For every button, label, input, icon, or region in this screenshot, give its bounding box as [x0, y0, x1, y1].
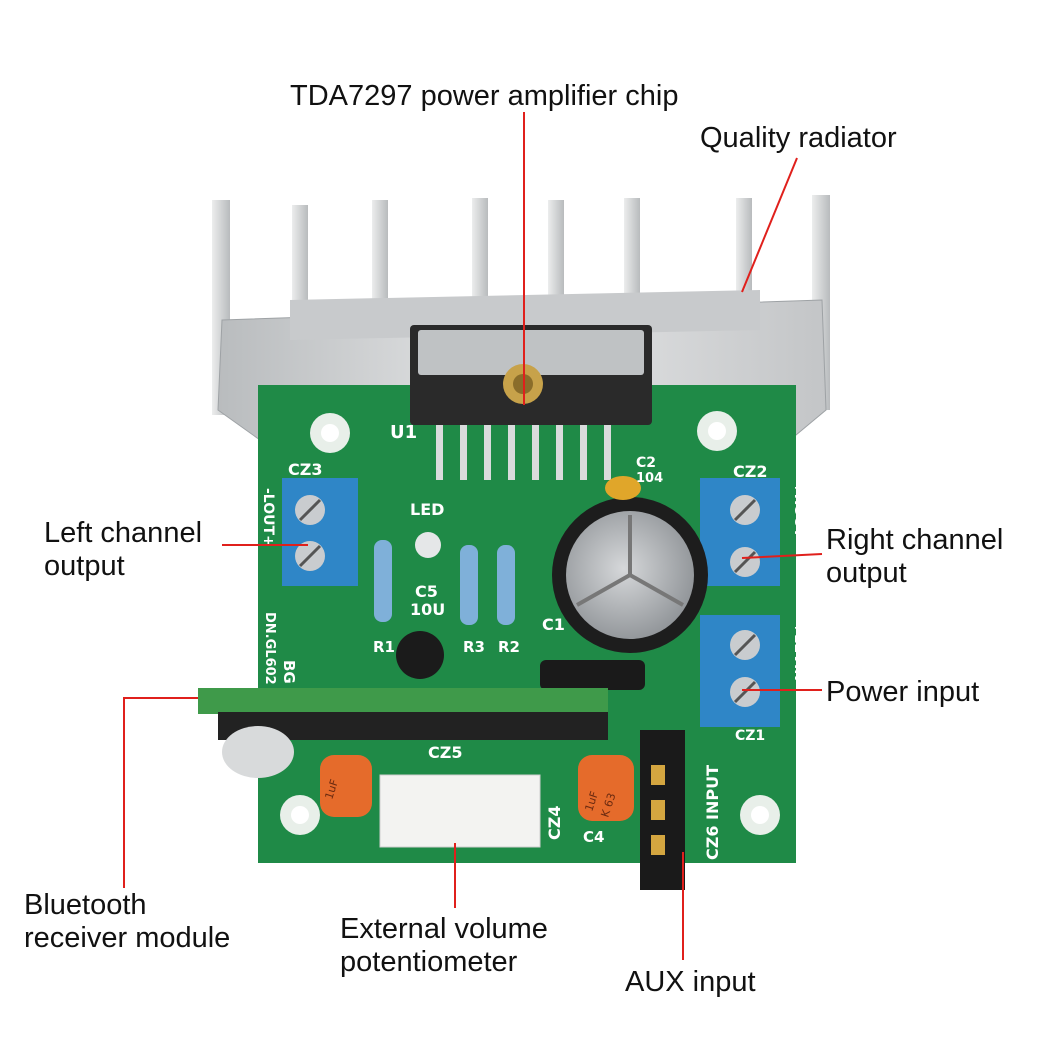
label-bg: BG [280, 660, 298, 684]
label-lout: -LOUT+ [260, 488, 276, 547]
callout-volume-line1: External volume [340, 913, 548, 945]
label-rout: +ROUT- [791, 482, 807, 541]
leader-bluetooth [123, 697, 198, 888]
amplifier-chip [410, 325, 652, 480]
callout-volume: External volume potentiometer [340, 913, 548, 979]
small-components [320, 476, 685, 890]
terminal-block-left [282, 478, 358, 586]
callout-aux: AUX input [625, 966, 756, 999]
callout-left-output: Left channel output [44, 517, 202, 583]
label-cap-mark-left: 1uF [322, 778, 341, 801]
callout-bluetooth-line2: receiver module [24, 922, 231, 954]
callout-radiator-line: Quality radiator [700, 122, 897, 154]
label-cz6-input: CZ6 INPUT [703, 765, 722, 860]
callout-power-input-line: Power input [826, 676, 980, 708]
label-c2-value: 104 [636, 471, 663, 486]
label-c4: C4 [583, 828, 604, 846]
callout-power-input: Power input [826, 676, 979, 709]
label-board-id: DN.GL602 [262, 612, 277, 685]
label-cap-mark-right: 1uF [582, 790, 601, 813]
callout-left-output-line1: Left channel [44, 517, 203, 549]
callout-chip: TDA7297 power amplifier chip [290, 80, 678, 113]
label-cz4: CZ4 [545, 806, 564, 840]
callout-aux-line: AUX input [625, 966, 756, 998]
callout-right-output-line2: output [826, 557, 907, 589]
mounting-holes [280, 411, 780, 835]
bluetooth-module [198, 688, 608, 778]
label-cz5: CZ5 [428, 743, 462, 762]
callout-chip-line: TDA7297 power amplifier chip [290, 80, 679, 112]
terminal-block-right [700, 478, 780, 586]
label-r3: R3 [463, 638, 485, 656]
callout-right-output-line1: Right channel [826, 524, 1004, 556]
callout-right-output: Right channel output [826, 524, 1003, 590]
label-u1: U1 [390, 422, 417, 443]
label-led: LED [410, 500, 444, 519]
label-r2: R2 [498, 638, 520, 656]
callout-left-output-line2: output [44, 550, 125, 582]
label-cz1: CZ1 [735, 728, 765, 744]
label-c5: C5 [415, 582, 438, 601]
label-c1: C1 [542, 615, 565, 634]
callout-bluetooth-line1: Bluetooth [24, 889, 147, 921]
callout-volume-line2: potentiometer [340, 946, 518, 978]
callout-bluetooth: Bluetooth receiver module [24, 889, 230, 955]
label-c5-value: 10U [410, 600, 445, 619]
leader-right-output [741, 553, 823, 559]
callout-radiator: Quality radiator [700, 122, 897, 155]
leader-lines [123, 112, 823, 960]
label-cz3: CZ3 [288, 460, 322, 479]
capacitor-c1 [552, 497, 708, 653]
label-cz2: CZ2 [733, 462, 767, 481]
label-c2: C2 [636, 455, 656, 471]
leader-radiator [741, 157, 798, 293]
terminal-block-power [700, 615, 780, 727]
label-vin: +12VIN- [791, 622, 807, 687]
silkscreen-labels: U1 CZ3 CZ2 CZ1 CZ5 CZ4 CZ6 INPUT LED C5 … [260, 422, 807, 860]
label-r1: R1 [373, 638, 395, 656]
